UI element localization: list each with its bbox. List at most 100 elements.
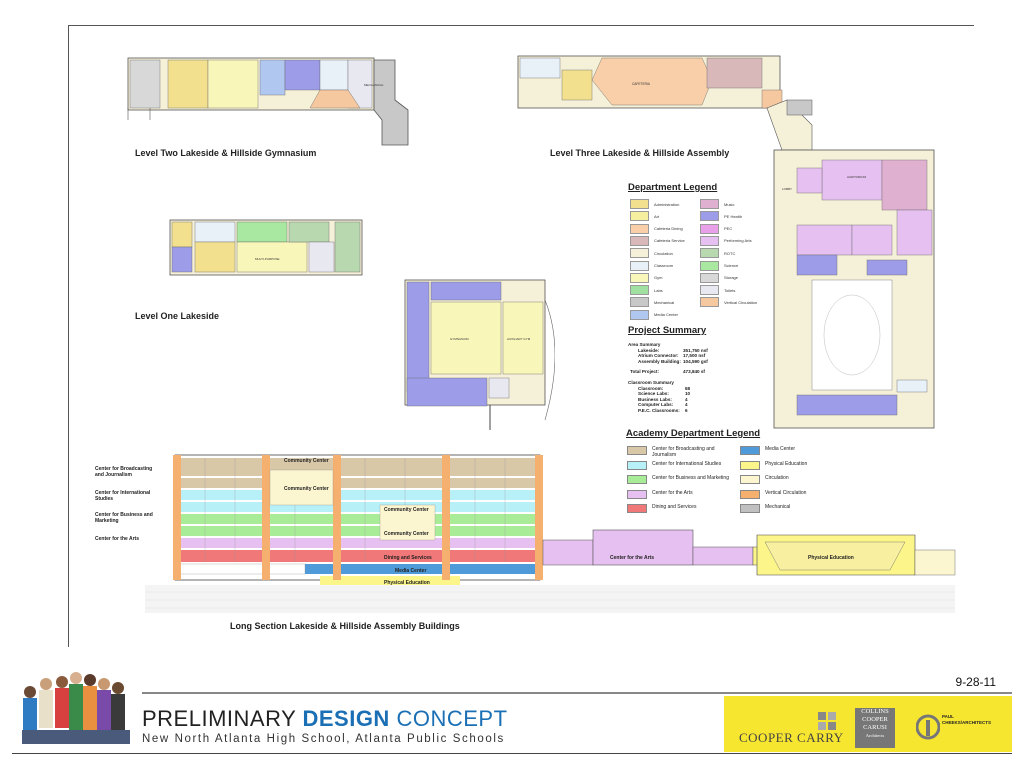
department-legend-item: Cafeteria Dining: [630, 223, 683, 234]
cooper-carry-mark-icon: [818, 712, 836, 730]
legend-swatch: [740, 446, 760, 455]
classroom-row-value: 68: [685, 385, 691, 391]
legend-label: Performing Arts: [724, 238, 752, 244]
classroom-row-label: Computer Labs:: [638, 402, 674, 407]
plan-label-cafeteria: CAFETERIA: [632, 82, 651, 86]
area-row-label: Lakeside:: [638, 347, 660, 353]
legend-label: Dining and Services: [652, 504, 697, 510]
legend-label: Circulation: [765, 475, 789, 481]
legend-swatch: [700, 199, 719, 209]
legend-swatch: [700, 285, 719, 296]
legend-label: Center for Business and Marketing: [652, 475, 729, 481]
date-stamp: 9-28-11: [955, 675, 996, 689]
collins-cooper-carusi-logo: COLLINS COOPER CARUSI Architects: [855, 708, 895, 748]
legend-swatch: [700, 272, 719, 283]
legend-label: Storage: [724, 275, 739, 281]
legend-label: Vertical Circulation: [765, 489, 807, 496]
department-legend-title: Department Legend: [628, 182, 718, 193]
academy-legend-item: Media Center: [740, 446, 820, 455]
legend-label: Center for International Studies: [652, 460, 722, 467]
legend-label: Labs: [654, 287, 663, 293]
department-legend-item: PEC: [700, 223, 733, 234]
legend-label: Cafeteria Dining: [654, 226, 683, 232]
legend-swatch: [630, 199, 649, 209]
legend-swatch: [740, 489, 760, 499]
academy-legend-item: Circulation: [740, 475, 820, 484]
total-label: Total Project:: [630, 369, 660, 374]
academy-legend-item: Center for Broadcasting and Journalism: [627, 446, 735, 458]
legend-label: ROTC: [724, 250, 736, 256]
band-pe-assembly: Physical Education: [808, 555, 854, 561]
level-one-caption: Level One Lakeside: [135, 311, 220, 321]
ccc-line-1: COLLINS: [861, 708, 889, 715]
area-summary-heading: Area Summary: [628, 342, 661, 347]
section-label-business: Center for Business and Marketing: [95, 512, 153, 524]
banner-rule: [142, 692, 1012, 694]
department-legend-item: Cafeteria Service: [630, 235, 685, 246]
legend-swatch: [740, 504, 760, 513]
legend-label: Mechanical: [654, 299, 675, 305]
department-legend-item: Vertical Circulation: [700, 297, 757, 308]
level-two-caption: Level Two Lakeside & Hillside Gymnasium: [135, 148, 317, 158]
classroom-summary-heading: Classroom Summary: [628, 380, 674, 385]
paul-line-1: PAUL: [942, 714, 954, 719]
legend-swatch: [630, 223, 649, 234]
department-legend-item: Mechanical: [630, 297, 675, 308]
department-legend-item: Gym: [630, 272, 662, 283]
legend-swatch: [740, 460, 760, 470]
legend-label: PEC: [724, 226, 733, 232]
department-legend-item: Media Center: [630, 309, 678, 320]
band-dining: Dining and Services: [384, 555, 432, 561]
department-legend-item: ROTC: [700, 248, 736, 259]
gymnasium-plan: GYMNASIUM AUXILIARY GYM: [404, 279, 555, 430]
legend-label: Media Center: [765, 446, 796, 452]
department-legend-item: Storage: [700, 272, 739, 283]
section-label-arts: Center for the Arts: [95, 536, 139, 542]
plan-label-lobby: LOBBY: [782, 187, 792, 191]
students-photo: [22, 672, 130, 744]
academy-legend-item: Physical Education: [740, 460, 820, 470]
band-media: Media Center: [395, 568, 427, 574]
legend-label: PE Health: [724, 213, 743, 219]
total-value: 473,840 sf: [683, 369, 705, 374]
classroom-row-label: Science Labs:: [638, 391, 669, 396]
band-community-center-3: Community Center: [384, 507, 429, 513]
department-legend-item: PE Health: [700, 211, 743, 222]
band-community-center-1: Community Center: [284, 458, 329, 464]
level-three-plan: CAFETERIA AUDITORIUM LOBBY: [517, 55, 935, 429]
legend-label: Art: [654, 213, 660, 219]
plan-label-auxiliary-gym: AUXILIARY GYM: [507, 337, 531, 341]
legend-swatch: [627, 446, 647, 455]
department-legend-item: Performing Arts: [700, 235, 752, 246]
level-one-plan: MULTI-PURPOSE: [169, 219, 363, 276]
department-legend-item: Science: [700, 260, 739, 271]
classroom-row-value: 4: [685, 396, 688, 402]
paul-cheeks-logo: PAUL CHEEKS/ARCHITECTS: [942, 714, 991, 726]
legend-swatch: [627, 460, 647, 470]
legend-label: Center for the Arts: [652, 489, 693, 496]
academy-legend-item: Mechanical: [740, 504, 820, 513]
department-legend-item: Labs: [630, 285, 663, 296]
banner-title-suffix: CONCEPT: [389, 706, 508, 731]
section-label-international: Center for International Studies: [95, 490, 151, 502]
legend-label: Cafeteria Service: [654, 238, 685, 244]
academy-legend-item: Center for International Studies: [627, 460, 735, 470]
legend-swatch: [627, 475, 647, 484]
legend-swatch: [630, 297, 649, 308]
legend-swatch: [627, 489, 647, 499]
legend-label: Science: [724, 263, 739, 268]
section-label-broadcasting: Center for Broadcasting and Journalism: [95, 466, 153, 478]
legend-label: Physical Education: [765, 460, 808, 467]
area-row-value: 17,500 nsf: [683, 353, 706, 358]
legend-swatch: [700, 248, 719, 259]
legend-swatch: [630, 285, 649, 296]
legend-swatch: [630, 211, 649, 222]
legend-swatch: [630, 272, 649, 283]
legend-swatch: [630, 309, 649, 320]
ccc-line-3: CARUSI: [863, 724, 887, 731]
classroom-row-value: 10: [685, 391, 691, 396]
legend-label: Circulation: [654, 250, 673, 256]
banner-title: PRELIMINARY DESIGN CONCEPT: [142, 706, 508, 732]
band-community-center-2: Community Center: [284, 486, 329, 492]
legend-swatch: [740, 475, 760, 484]
